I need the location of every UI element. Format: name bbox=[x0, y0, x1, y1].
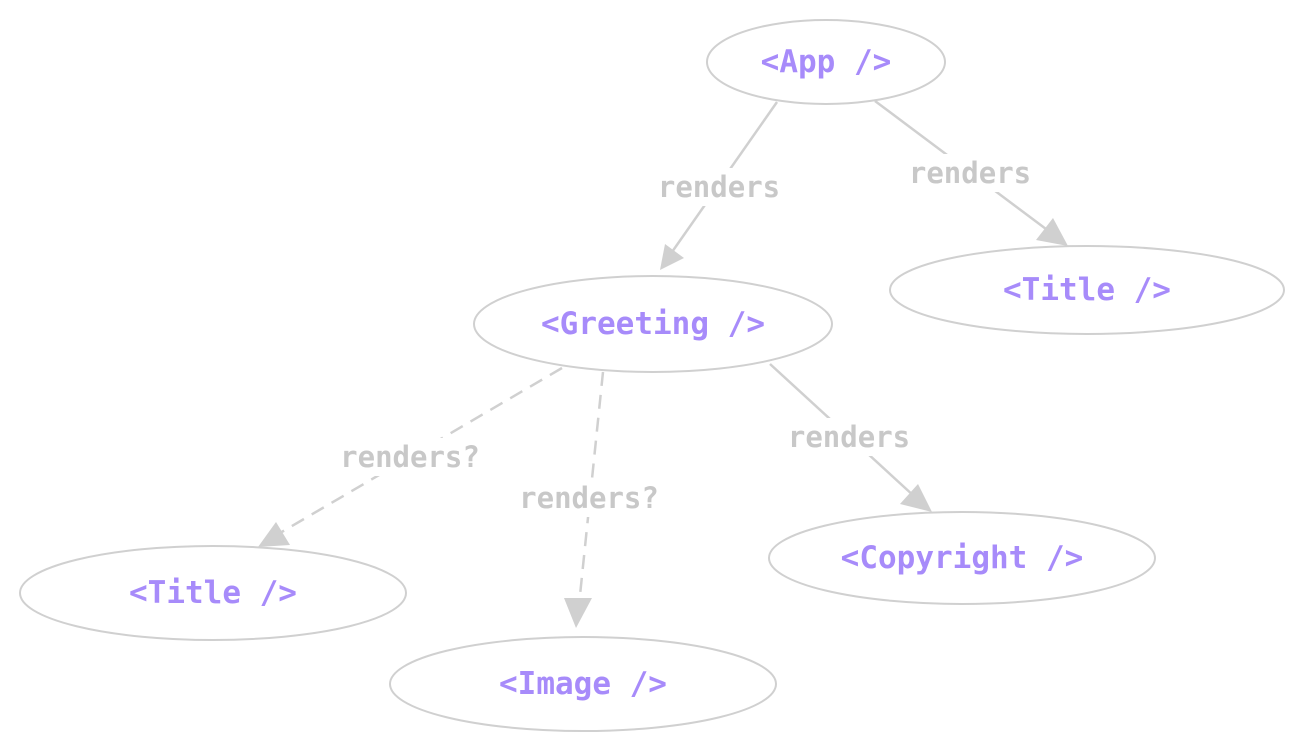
edge-label-background bbox=[903, 154, 1037, 192]
node-image: <Image /> bbox=[389, 636, 777, 732]
arrowhead-icon bbox=[564, 598, 592, 628]
arrowhead-icon bbox=[660, 244, 684, 270]
arrowhead-icon bbox=[900, 484, 932, 512]
edge-label-app-greeting: renders bbox=[658, 170, 780, 204]
edge-label-greeting-title: renders? bbox=[340, 440, 480, 474]
node-image-shape bbox=[389, 636, 777, 732]
edge-app-to-title-top: renders bbox=[874, 99, 1068, 246]
node-title-top-label: <Title /> bbox=[1003, 272, 1171, 308]
node-greeting-shape bbox=[473, 275, 833, 373]
node-app-shape bbox=[706, 19, 946, 105]
node-title-bottom-shape bbox=[19, 545, 407, 641]
node-copyright: <Copyright /> bbox=[768, 511, 1156, 605]
edge-label-background bbox=[782, 418, 916, 456]
edge-label-greeting-image: renders? bbox=[519, 481, 659, 515]
edge-greeting-to-image: renders? bbox=[513, 371, 665, 628]
node-greeting: <Greeting /> bbox=[473, 275, 833, 373]
node-copyright-shape bbox=[768, 511, 1156, 605]
edge-greeting-to-copyright: renders bbox=[769, 363, 932, 512]
edge-greeting-to-title-bottom: renders? bbox=[258, 366, 563, 547]
node-title-top: <Title /> bbox=[889, 245, 1285, 335]
edge-app-to-greeting: renders bbox=[652, 101, 786, 270]
node-title-top-shape bbox=[889, 245, 1285, 335]
node-image-label: <Image /> bbox=[499, 666, 667, 702]
edge-label-background bbox=[334, 438, 486, 476]
edge-label-background bbox=[652, 168, 786, 206]
edge-label-greeting-copyright: renders bbox=[788, 420, 910, 454]
node-app: <App /> bbox=[706, 19, 946, 105]
node-greeting-label: <Greeting /> bbox=[541, 306, 765, 342]
arrowhead-icon bbox=[258, 522, 290, 547]
node-title-bottom-label: <Title /> bbox=[129, 575, 297, 611]
node-app-label: <App /> bbox=[761, 44, 892, 80]
edge-label-app-title: renders bbox=[909, 156, 1031, 190]
edge-label-background bbox=[513, 479, 665, 517]
node-title-bottom: <Title /> bbox=[19, 545, 407, 641]
arrowhead-icon bbox=[1036, 218, 1068, 246]
node-copyright-label: <Copyright /> bbox=[841, 540, 1084, 576]
